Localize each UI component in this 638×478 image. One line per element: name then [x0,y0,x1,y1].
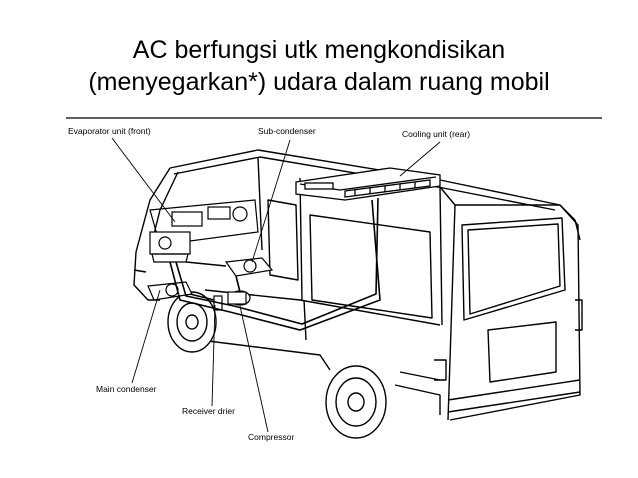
front-wheel [167,291,217,353]
compressor-assembly [213,290,251,311]
label-compressor: Compressor [248,432,294,442]
rear-wheel [325,365,387,439]
leader-lines [111,137,441,433]
label-receiver-drier: Receiver drier [182,406,235,416]
van-body [133,149,583,421]
slide-title: AC berfungsi utk mengkondisikan (menyega… [0,34,638,98]
label-cooling-unit: Cooling unit (rear) [402,129,470,139]
sub-condenser [224,257,274,277]
title-line-2: (menyegarkan*) udara dalam ruang mobil [88,68,550,96]
cooling-unit-rear [295,167,441,201]
label-main-condenser: Main condenser [96,384,157,394]
refrigerant-pipes [169,197,381,331]
label-evaporator-unit: Evaporator unit (front) [68,126,151,136]
title-line-1: AC berfungsi utk mengkondisikan [132,36,506,64]
dashboard-evaporator [149,199,259,263]
label-sub-condenser: Sub-condenser [258,126,316,136]
